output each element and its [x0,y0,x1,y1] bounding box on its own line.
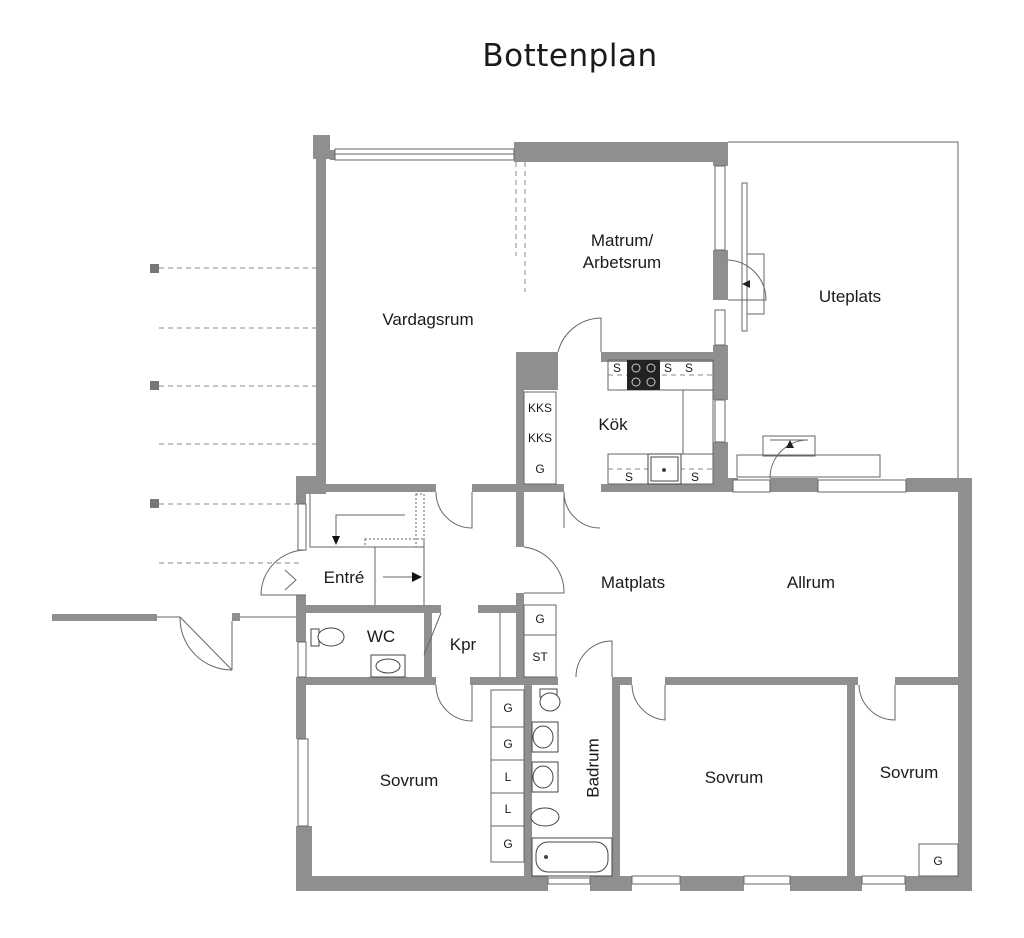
fixture-label-st: ST [532,650,548,664]
fixture-label-g: G [535,462,544,476]
room-label-vardagsrum: Vardagsrum [382,310,473,329]
wc-fixtures [310,627,406,678]
washbasin-icon [370,654,406,678]
bidet-icon [530,807,560,827]
fixture-label-s: S [664,361,672,375]
stove-icon [627,360,660,390]
sovrum3-storage [918,843,959,877]
room-label-sovrum-3: Sovrum [880,763,939,782]
doors [260,162,896,722]
fixture-label-g: G [933,854,942,868]
windows [297,148,907,885]
bathtub-icon [531,837,613,877]
terrace-outline [728,141,959,478]
room-label-sovrum-1: Sovrum [380,771,439,790]
washbasin-icon [531,721,559,793]
fixture-label-s: S [625,470,633,484]
toilet-icon [310,627,345,647]
fixture-label-kks: KKS [528,431,552,445]
room-label-kok: Kök [598,415,628,434]
room-label-matplats: Matplats [601,573,665,592]
fixture-label-s: S [685,361,693,375]
fixture-label-g: G [503,701,512,715]
plan-title: Bottenplan [482,38,658,74]
fixture-label-l: L [505,802,512,816]
toilet-icon [539,688,561,712]
closet-column [490,689,525,863]
sink-icon [647,453,682,485]
pergola-posts [150,264,316,564]
fixture-label-g: G [535,612,544,626]
room-label-badrum: Badrum [583,738,602,798]
fixture-label-s: S [613,361,621,375]
room-labels: Vardagsrum Matrum/ Arbetsrum Uteplats Kö… [324,231,939,798]
room-label-sovrum-2: Sovrum [705,768,764,787]
room-label-entre: Entré [324,568,365,587]
hall-storage [499,604,557,678]
fixture-label-kks: KKS [528,401,552,415]
bathroom-fixtures [530,688,613,877]
room-label-kpr: Kpr [450,635,477,654]
room-label-allrum: Allrum [787,573,835,592]
room-label-arbetsrum: Arbetsrum [583,253,661,272]
entre-wardrobe [284,493,425,605]
walls [296,135,972,891]
fixture-label-l: L [505,770,512,784]
fixture-label-g: G [503,737,512,751]
fixture-labels: S S S S S KKS KKS G G ST G G L L G G [503,361,942,868]
room-label-matrum: Matrum/ [591,231,654,250]
fixture-label-s: S [691,470,699,484]
room-label-uteplats: Uteplats [819,287,881,306]
fixture-label-g: G [503,837,512,851]
entrance-fence [52,613,298,671]
terrace-steps [736,182,881,478]
room-label-wc: WC [367,627,395,646]
